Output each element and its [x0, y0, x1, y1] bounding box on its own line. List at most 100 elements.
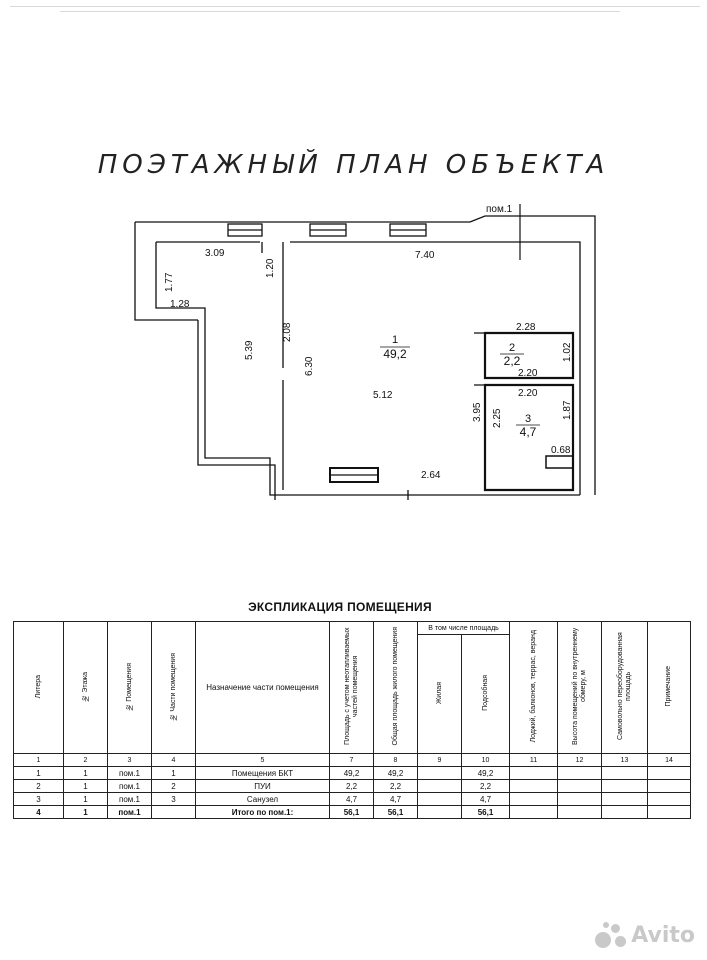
dimension-label: 0.68 — [551, 445, 571, 456]
cell-part: 2 — [151, 779, 196, 793]
column-number: 13 — [601, 753, 649, 767]
avito-logo-icon — [593, 920, 627, 950]
cell-room: пом.1 — [107, 792, 152, 806]
cell-unauth — [601, 805, 649, 819]
cell-note — [647, 766, 692, 780]
column-number: 3 — [107, 753, 152, 767]
dimension-label: 5.39 — [244, 340, 255, 360]
header-purpose: Назначение части помещения — [195, 621, 330, 754]
dimension-label: 7.40 — [415, 250, 435, 261]
dimension-label: 2.08 — [282, 322, 293, 342]
cell-note — [647, 792, 692, 806]
header-room-no: № Помещения — [107, 621, 152, 754]
cell-total: 56,1 — [373, 805, 418, 819]
header-loggia: Лоджий, балконов, террас, веранд — [509, 621, 559, 754]
header-litera: Литера — [13, 621, 64, 754]
cell-height — [557, 805, 603, 819]
room-area: 4,7 — [520, 425, 537, 439]
column-number: 9 — [417, 753, 462, 767]
table-row: 3 1 пом.1 3 Санузел 4,7 4,7 4,7 — [13, 792, 692, 806]
dimension-label: 1.02 — [562, 342, 573, 362]
room-2-label: 2 2,2 — [500, 342, 524, 368]
header-part-no: № Части помещения — [151, 621, 196, 754]
column-number: 2 — [63, 753, 108, 767]
plan-title: ПОЭТАЖНЫЙ ПЛАН ОБЪЕКТА — [97, 150, 610, 180]
floor-plan: пом.1 1 49,2 2 2,2 3 4,7 3.09 1.20 7.40 … — [134, 204, 596, 500]
room-number: 1 — [392, 334, 398, 346]
column-number: 7 — [329, 753, 374, 767]
scan-artifact — [60, 11, 620, 12]
cell-note — [647, 805, 692, 819]
cell-part — [151, 805, 196, 819]
cell-floor: 1 — [63, 792, 108, 806]
cell-aux: 49,2 — [460, 766, 511, 780]
column-number: 12 — [557, 753, 603, 767]
dimension-label: 2.28 — [516, 322, 536, 333]
dimension-label: 3.95 — [472, 402, 483, 422]
cell-aux: 2,2 — [460, 779, 511, 793]
cell-floor: 1 — [63, 766, 108, 780]
room-area: 2,2 — [504, 354, 521, 368]
dimension-label: 6.30 — [304, 356, 315, 376]
room-number: 3 — [525, 413, 531, 425]
table-row: 2 1 пом.1 2 ПУИ 2,2 2,2 2,2 — [13, 779, 692, 793]
room-3-label: 3 4,7 — [516, 413, 540, 439]
column-number-row: 1 2 3 4 5 7 8 9 10 11 12 13 14 — [13, 753, 692, 767]
explication-table: Литера № Этажа № Помещения № Части помещ… — [13, 621, 692, 819]
column-number: 4 — [151, 753, 196, 767]
dimension-label: 1.77 — [164, 272, 175, 292]
header-unauthorized: Самовольно переоборудованная площадь — [601, 621, 649, 754]
table-row: 1 1 пом.1 1 Помещения БКТ 49,2 49,2 49,2 — [13, 766, 692, 780]
header-living: Жилая — [417, 634, 462, 754]
column-number: 5 — [195, 753, 330, 767]
dimension-label: 5.12 — [373, 390, 393, 401]
column-number: 10 — [460, 753, 511, 767]
header-auxiliary: Подсобная — [460, 634, 511, 754]
cell-height — [557, 792, 603, 806]
cell-litera: 4 — [13, 805, 64, 819]
cell-area: 49,2 — [329, 766, 374, 780]
outer-wall-top — [135, 215, 596, 495]
header-area-incl: Площадь с учетом неотапливаемых частей п… — [329, 621, 374, 754]
room-area: 49,2 — [383, 347, 407, 361]
cell-living — [417, 766, 462, 780]
dimension-label: 2.25 — [492, 408, 503, 428]
cell-total: 4,7 — [373, 792, 418, 806]
cell-height — [557, 779, 603, 793]
dimension-label: 1.87 — [562, 400, 573, 420]
cell-loggia — [509, 779, 559, 793]
cell-part: 3 — [151, 792, 196, 806]
column-number: 11 — [509, 753, 559, 767]
cell-unauth — [601, 766, 649, 780]
cell-area: 2,2 — [329, 779, 374, 793]
cell-purpose: Итого по пом.1: — [195, 805, 330, 819]
room-number: 2 — [509, 342, 515, 354]
cell-purpose: Санузел — [195, 792, 330, 806]
dimension-label: 1.28 — [170, 299, 190, 310]
header-total-area: Общая площадь жилого помещения — [373, 621, 418, 754]
cell-room: пом.1 — [107, 805, 152, 819]
column-number: 1 — [13, 753, 64, 767]
cell-purpose: ПУИ — [195, 779, 330, 793]
unit-label: пом.1 — [486, 204, 513, 215]
column-number: 8 — [373, 753, 418, 767]
scan-artifact — [10, 6, 700, 7]
header-height: Высота помещений по внутреннему обмеру, … — [557, 621, 603, 754]
cell-litera: 1 — [13, 766, 64, 780]
cell-living — [417, 779, 462, 793]
dimension-label: 2.20 — [518, 368, 538, 379]
header-floor: № Этажа — [63, 621, 108, 754]
cell-part: 1 — [151, 766, 196, 780]
cell-note — [647, 779, 692, 793]
cell-litera: 2 — [13, 779, 64, 793]
cell-unauth — [601, 779, 649, 793]
cell-litera: 3 — [13, 792, 64, 806]
cell-room: пом.1 — [107, 779, 152, 793]
cell-aux: 4,7 — [460, 792, 511, 806]
cell-living — [417, 792, 462, 806]
cell-floor: 1 — [63, 805, 108, 819]
avito-watermark: Avito — [593, 920, 695, 950]
cell-room: пом.1 — [107, 766, 152, 780]
dimension-label: 2.64 — [421, 470, 441, 481]
cell-loggia — [509, 766, 559, 780]
